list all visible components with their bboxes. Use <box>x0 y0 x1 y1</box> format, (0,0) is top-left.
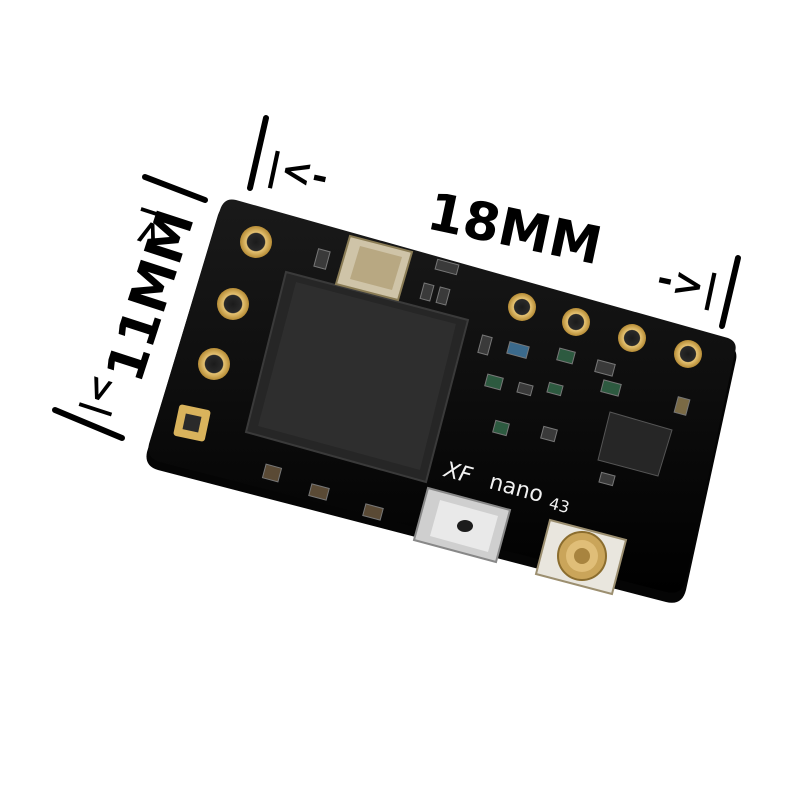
dimension-marks <box>52 115 741 441</box>
bind-button[interactable] <box>412 486 512 564</box>
top-header-pads <box>508 293 702 368</box>
pcb-board: XF nano 43 <box>146 199 737 603</box>
ufl-antenna-connector[interactable] <box>534 518 628 596</box>
secondary-chip <box>597 411 673 477</box>
model-suffix-label: 43 <box>547 494 572 518</box>
left-header-pads <box>173 226 272 442</box>
main-chip <box>244 270 470 484</box>
crystal-oscillator <box>334 234 414 302</box>
width-left-arrow: |<- <box>263 144 333 201</box>
smd-components <box>261 248 691 521</box>
width-right-arrow: ->| <box>653 256 723 313</box>
